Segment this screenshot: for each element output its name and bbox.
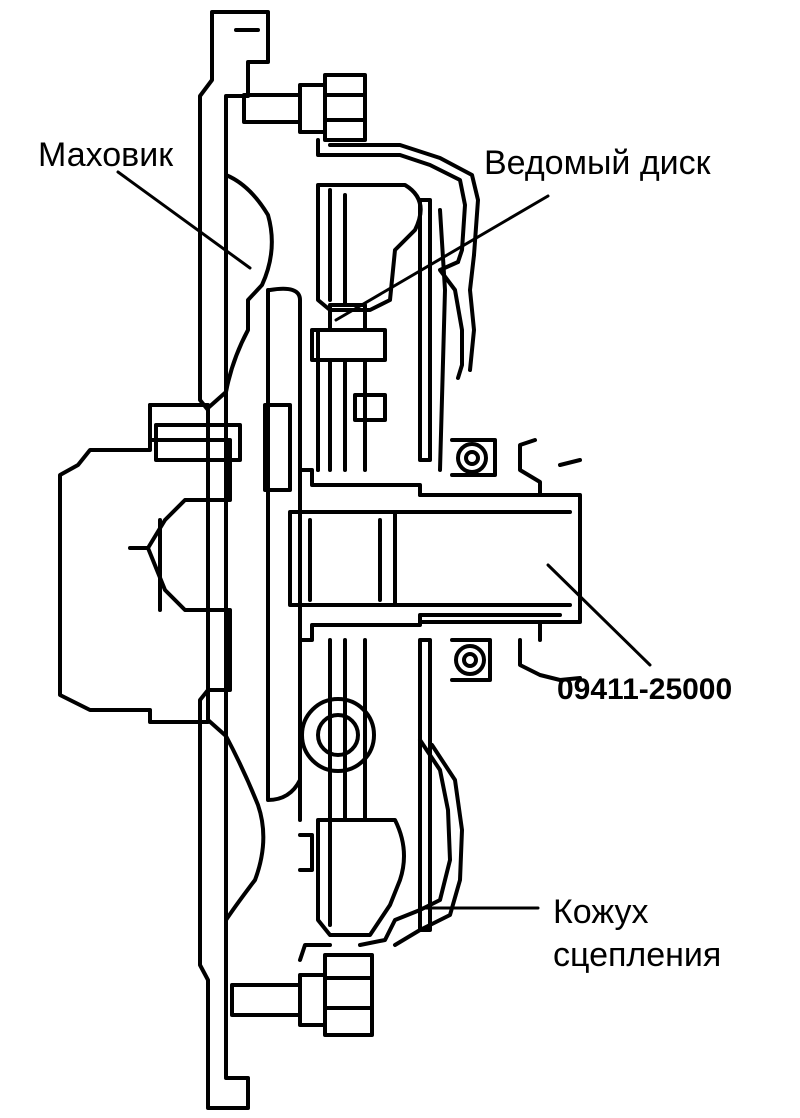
clutch-cover-label-line1: Кожух <box>553 893 649 931</box>
release-retainer <box>450 438 497 682</box>
alignment-tool <box>418 438 582 682</box>
bottom-bolt <box>230 953 374 1037</box>
leader-lines <box>116 170 652 910</box>
tool-leader <box>546 563 652 667</box>
pressure-plate <box>298 183 447 937</box>
crankshaft-flange <box>58 403 232 724</box>
clutch-cover-label-line2: сцепления <box>553 936 722 974</box>
flywheel-leader <box>116 170 252 270</box>
flywheel-label: Маховик <box>38 136 174 174</box>
flywheel-body <box>198 10 302 1110</box>
tool-number-label: 09411-25000 <box>557 673 733 706</box>
driven-disc <box>298 303 387 872</box>
driven-disc-label: Ведомый диск <box>484 144 711 182</box>
driven-disc-leader <box>334 194 550 322</box>
top-bolt <box>242 73 367 142</box>
clutch-cover <box>298 138 480 962</box>
center-bolt <box>154 403 292 492</box>
